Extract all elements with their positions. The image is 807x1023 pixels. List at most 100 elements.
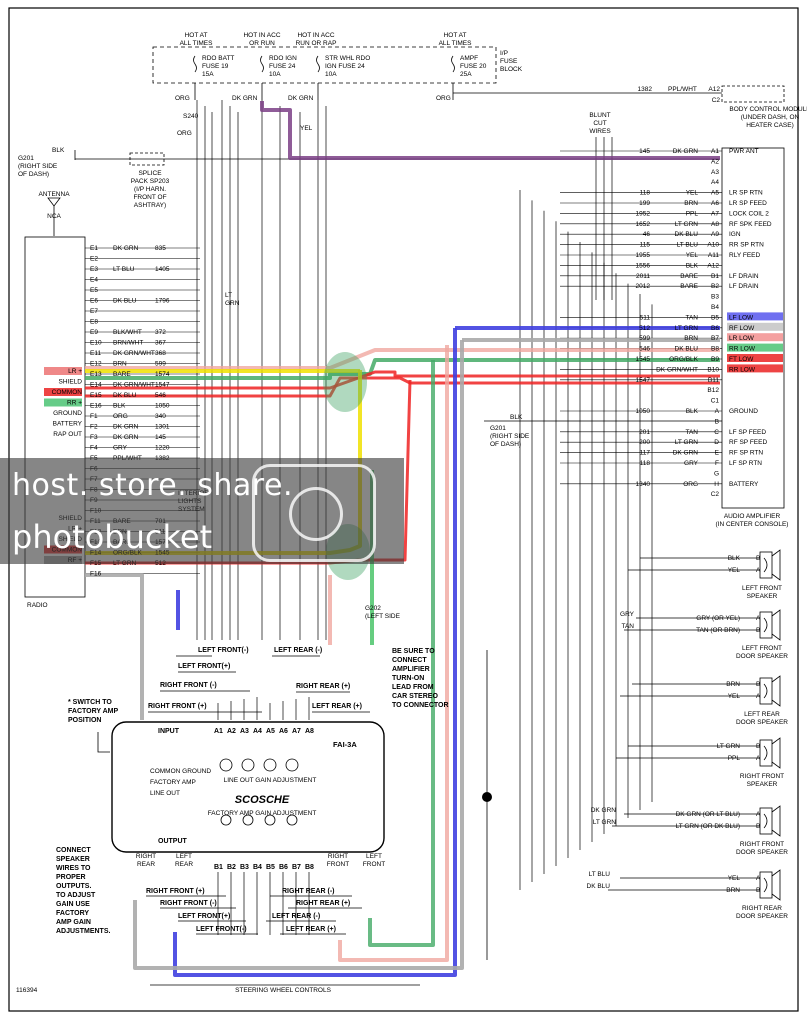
- speaker-wire-color: LT GRN (OR DK BLU): [676, 823, 740, 830]
- amp-circuit-number: 2011: [636, 273, 650, 280]
- speaker-name: LEFT FRONT: [742, 585, 782, 592]
- radio-pin-number: F4: [90, 445, 98, 452]
- ground-g201: G201: [18, 155, 34, 162]
- amplifier-subtitle: (IN CENTER CONSOLE): [716, 521, 789, 528]
- speaker-pin: A: [756, 567, 761, 574]
- amp-pin-number: B4: [711, 304, 719, 311]
- fai-out-lf: FRONT: [363, 861, 385, 868]
- fuse-source-heading: HOT AT: [444, 32, 467, 39]
- fuse-source-heading: HOT IN ACC: [243, 32, 280, 39]
- speaker-pin: A: [756, 615, 761, 622]
- note-connect-speakers: TO ADJUST: [56, 892, 96, 899]
- amp-pin-number: H: [714, 481, 719, 488]
- amp-pin-number: B9: [711, 356, 719, 363]
- speaker-pin: B: [756, 555, 760, 562]
- amp-pin-function: LF SP RTN: [729, 460, 762, 467]
- radio-pin-number: F16: [90, 571, 102, 578]
- speaker-name: DOOR SPEAKER: [736, 653, 788, 660]
- radio-circuit-number: 835: [155, 245, 166, 252]
- radio-pin-number: E1: [90, 245, 98, 252]
- speaker-box: [759, 551, 773, 579]
- amp-pin-function: IGN: [729, 231, 741, 238]
- amp-pin-number: B5: [711, 314, 719, 321]
- amp-circuit-number: 511: [640, 314, 651, 321]
- note-switch: FACTORY AMP: [68, 708, 119, 715]
- fuse-source-heading: ALL TIMES: [439, 40, 473, 47]
- amp-pin-number: B8: [711, 346, 719, 353]
- amp-pin-number: A4: [711, 179, 719, 186]
- radio-pin-number: E6: [90, 298, 98, 305]
- fai-output-pin: B2: [227, 864, 236, 871]
- speaker-name: DOOR SPEAKER: [736, 849, 788, 856]
- speaker-pin: A: [756, 875, 761, 882]
- ground-g201: OF DASH): [18, 171, 49, 178]
- note-connect-speakers: OUTPUTS.: [56, 883, 91, 890]
- lr-output-trace: [338, 345, 449, 962]
- speaker-box: [759, 871, 773, 899]
- fuse-source-heading: OR RUN: [249, 40, 275, 47]
- radio-side-label: RAP OUT: [53, 431, 82, 438]
- amp-pin-number: A11: [708, 252, 719, 259]
- amp-circuit-number: 599: [639, 335, 650, 342]
- amp-circuit-number: 1340: [636, 481, 651, 488]
- fai-out-rr: REAR: [137, 861, 155, 868]
- amp-function-highlight: [727, 343, 783, 352]
- amp-pin-function: LF DRAIN: [729, 283, 759, 290]
- amp-circuit-number: 1547: [636, 377, 651, 384]
- amp-pin-function: RF LOW: [729, 325, 755, 332]
- fuse-symbol-icon: [193, 55, 197, 73]
- lr-plus-trace: [85, 348, 720, 370]
- speaker-pin: B: [756, 823, 760, 830]
- fai-input-pin: A8: [305, 728, 314, 735]
- ground-g202: G202: [365, 605, 381, 612]
- amp-wire-color: BARE: [680, 283, 698, 290]
- wire-color-ltgrn: LT: [225, 292, 232, 299]
- fuse-name: RDO BATT: [202, 55, 234, 62]
- radio-pin-number: E2: [90, 256, 98, 263]
- amp-pin-number: A6: [711, 200, 719, 207]
- amp-pin-function: RR LOW: [729, 366, 756, 373]
- fuse-source-heading: HOT AT: [185, 32, 208, 39]
- blunt-cut-label: BLUNT: [589, 112, 610, 119]
- bcm-box: [721, 85, 785, 103]
- fuse-symbol-icon: [451, 55, 455, 73]
- note-turn-on: TO CONNECTOR: [392, 702, 449, 709]
- amp-pin-number: A: [715, 408, 720, 415]
- amp-pin-number: E: [715, 450, 720, 457]
- rf-output-trace: [133, 340, 464, 970]
- amp-wire-color: ORG/BLK: [669, 356, 699, 363]
- gain-knob-icon: [242, 814, 254, 826]
- speaker-pin: A: [756, 755, 761, 762]
- amp-wire-color: BRN: [684, 335, 698, 342]
- speaker-icon: [771, 737, 781, 769]
- note-connect-speakers: FACTORY: [56, 910, 89, 917]
- amp-pin-function: BATTERY: [729, 481, 759, 488]
- note-turn-on: AMPLIFIER: [392, 666, 430, 673]
- amp-pin-function: LF LOW: [729, 314, 754, 321]
- speaker-pin: B: [756, 887, 760, 894]
- amp-circuit-number: 1652: [636, 221, 651, 228]
- bcm-label: HEATER CASE): [746, 122, 794, 129]
- amp-pin-function: LR SP RTN: [729, 190, 763, 197]
- input-right-front-neg: RIGHT FRONT (-): [160, 682, 217, 689]
- amp-circuit-number: 145: [639, 148, 650, 155]
- amp-pin-function: PWR ANT: [729, 148, 759, 155]
- speaker-wire-color: DK GRN (OR LT BLU): [676, 811, 740, 818]
- output-left-front-neg: LEFT FRONT(-): [196, 926, 247, 933]
- speaker-name: LEFT FRONT: [742, 645, 782, 652]
- fuse-name: AMPF: [460, 55, 478, 62]
- output-left-rear-neg: LEFT REAR (-): [272, 913, 320, 920]
- ground-g201: (RIGHT SIDE: [18, 163, 58, 170]
- color-highlight-layer: [85, 101, 720, 977]
- fuse-symbol-icon: [260, 55, 264, 73]
- fai3a-box: [111, 721, 385, 853]
- rr-output-trace: [368, 360, 435, 947]
- speaker-icon: [771, 549, 781, 581]
- fai-out-lf: LEFT: [366, 853, 382, 860]
- amp-circuit-number: 199: [639, 200, 650, 207]
- amp-pin-number: C: [714, 429, 719, 436]
- note-turn-on: CAR STEREO: [392, 693, 438, 700]
- speaker-wire-color: LT GRN: [717, 743, 741, 750]
- amp-pin-number: A10: [707, 242, 719, 249]
- side-label-highlight: [44, 367, 82, 375]
